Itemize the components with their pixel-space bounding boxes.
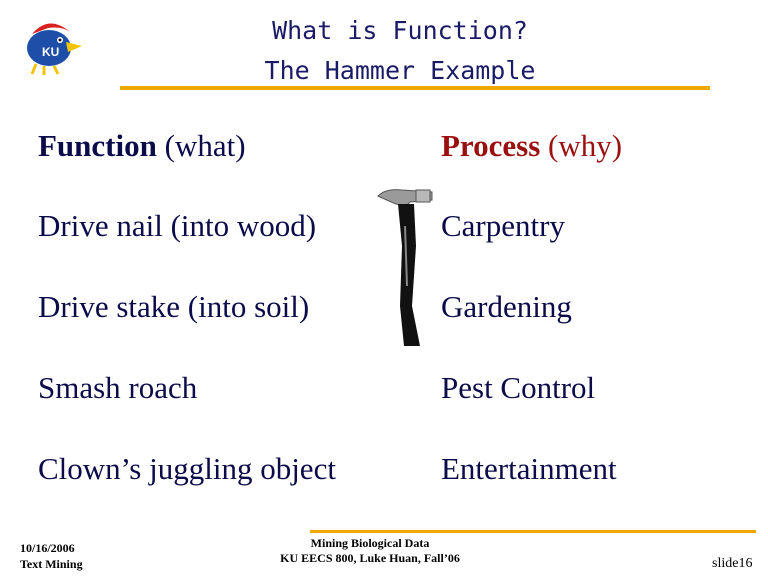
slide-number: slide16 [712, 556, 753, 571]
process-cell: Pest Control [441, 370, 596, 405]
function-header: Function (what) [38, 128, 246, 164]
process-header-rest: (why) [540, 128, 623, 163]
footer-center-line1: Mining Biological Data [310, 536, 430, 550]
function-cell: Smash roach [38, 370, 198, 405]
function-header-rest: (what) [156, 128, 246, 163]
function-cell: Clown’s juggling object [38, 451, 336, 486]
process-header: Process (why) [441, 128, 622, 164]
jayhawk-logo: KU [14, 12, 84, 76]
process-cell: Gardening [441, 289, 572, 324]
function-header-bold: Function [38, 128, 157, 163]
svg-text:KU: KU [42, 45, 59, 59]
footer-divider [310, 530, 756, 533]
hammer-image [376, 186, 436, 350]
slide-title-line1: What is Function? [272, 16, 528, 45]
process-cell: Entertainment [441, 451, 617, 486]
footer-date: 10/16/2006 [20, 541, 75, 555]
process-cell: Carpentry [441, 208, 565, 243]
function-cell: Drive stake (into soil) [38, 289, 310, 324]
footer-center-line2: KU EECS 800, Luke Huan, Fall’06 [280, 551, 460, 565]
slide-title-line2: The Hammer Example [264, 56, 536, 85]
process-header-bold: Process [441, 128, 541, 163]
footer-course: Text Mining [20, 557, 83, 571]
title-divider [120, 86, 710, 90]
function-cell: Drive nail (into wood) [38, 208, 317, 243]
